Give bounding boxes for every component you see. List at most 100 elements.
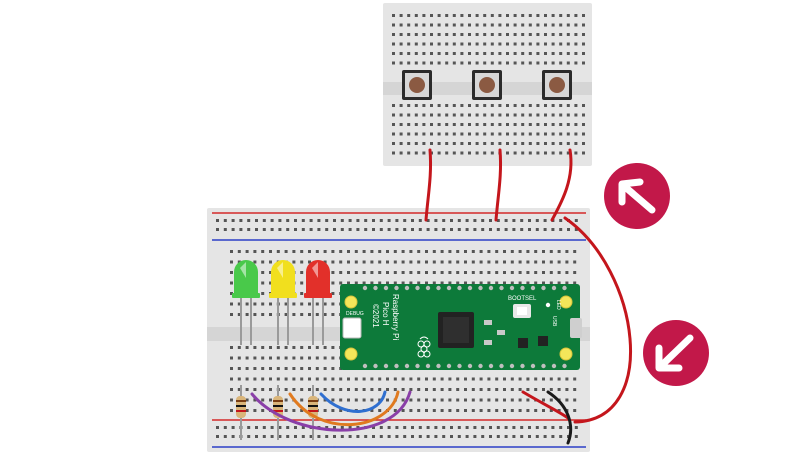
breadboard-hole <box>490 142 494 145</box>
terminal-hole <box>471 388 475 391</box>
breadboard-hole <box>422 113 426 117</box>
terminal-hole <box>542 398 545 402</box>
rail-hole <box>551 228 555 231</box>
terminal-hole <box>495 271 499 274</box>
pico-mount-hole-2 <box>344 347 358 361</box>
terminal-hole <box>440 409 444 412</box>
breadboard-hole <box>430 52 433 55</box>
pico-pin-pad <box>415 363 420 369</box>
terminal-hole <box>542 388 545 391</box>
breadboard-hole <box>528 142 532 145</box>
breadboard-hole <box>574 14 578 17</box>
terminal-hole <box>261 260 265 264</box>
breadboard-hole <box>528 42 532 46</box>
breadboard-hole <box>399 113 403 117</box>
pico-flash-chip <box>518 338 528 348</box>
rail-hole <box>450 426 453 429</box>
breadboard-hole <box>490 61 494 65</box>
breadboard-hole <box>392 33 395 36</box>
terminal-hole <box>432 377 436 381</box>
breadboard-hole <box>399 142 403 145</box>
rail-hole <box>418 426 422 429</box>
terminal-hole <box>245 409 249 412</box>
terminal-hole <box>495 250 499 253</box>
breadboard-hole <box>414 23 418 27</box>
rail-hole <box>528 228 531 231</box>
terminal-hole <box>253 398 257 402</box>
rail-hole <box>473 435 477 438</box>
breadboard-hole <box>430 113 433 117</box>
rail-hole <box>504 228 508 231</box>
terminal-hole <box>347 250 350 253</box>
terminal-hole <box>386 260 389 264</box>
terminal-hole <box>300 292 304 295</box>
terminal-hole <box>300 377 304 381</box>
rail-hole <box>512 219 516 222</box>
terminal-hole <box>300 346 304 349</box>
terminal-hole <box>261 271 265 274</box>
breadboard-hole <box>513 61 517 65</box>
rail-hole <box>395 219 399 222</box>
rail-hole <box>528 426 531 429</box>
terminal-hole <box>315 388 319 391</box>
terminal-hole <box>565 388 569 391</box>
breadboard-hole <box>468 23 471 27</box>
rail-hole <box>223 219 227 222</box>
terminal-hole <box>440 271 444 274</box>
terminal-hole <box>230 398 233 402</box>
breadboard-hole <box>460 132 464 136</box>
breadboard-hole <box>414 52 418 55</box>
terminal-hole <box>417 398 421 402</box>
pico-pin-pad <box>362 363 368 369</box>
wire-button-2-red <box>494 148 503 222</box>
breadboard-hole <box>460 33 464 36</box>
terminal-hole <box>284 388 288 391</box>
breadboard-hole <box>582 33 585 36</box>
terminal-hole <box>261 250 265 253</box>
breadboard-hole <box>521 151 525 155</box>
terminal-hole <box>526 409 530 412</box>
breadboard-hole <box>521 23 525 27</box>
terminal-hole <box>409 398 413 402</box>
breadboard-hole <box>399 33 403 36</box>
terminal-hole <box>347 281 350 285</box>
terminal-hole <box>230 313 233 316</box>
terminal-hole <box>300 260 304 264</box>
terminal-hole <box>284 250 288 253</box>
rail-hole <box>574 426 578 429</box>
terminal-hole <box>362 388 366 391</box>
pico-pin-pad <box>436 363 441 369</box>
breadboard-hole <box>392 151 395 155</box>
pico-pin-pad <box>404 285 410 291</box>
terminal-hole <box>230 281 233 285</box>
terminal-hole <box>292 356 296 360</box>
rail-hole <box>231 219 235 222</box>
breadboard-hole <box>437 33 441 36</box>
breadboard-hole <box>528 132 532 136</box>
terminal-hole <box>230 260 233 264</box>
rail-hole <box>489 426 492 429</box>
pico-pin-pad <box>478 285 483 291</box>
breadboard-hole <box>422 123 426 126</box>
terminal-hole <box>456 271 460 274</box>
breadboard-hole <box>475 42 479 46</box>
terminal-hole <box>284 367 288 370</box>
rail-hole <box>301 228 305 231</box>
breadboard-hole <box>468 33 471 36</box>
terminal-hole <box>503 260 506 264</box>
breadboard-hole <box>551 33 555 36</box>
terminal-hole <box>347 398 350 402</box>
terminal-hole <box>269 313 272 316</box>
pico-smd-2 <box>497 330 505 335</box>
breadboard-hole <box>498 14 502 17</box>
breadboard-hole <box>506 123 509 126</box>
terminal-hole <box>456 398 460 402</box>
rail-hole <box>442 228 446 231</box>
rail-hole <box>411 228 414 231</box>
terminal-hole <box>401 281 405 285</box>
rail-hole <box>356 426 360 429</box>
rail-hole <box>457 228 461 231</box>
breadboard-hole <box>414 151 418 155</box>
terminal-hole <box>339 281 343 285</box>
terminal-hole <box>300 398 304 402</box>
